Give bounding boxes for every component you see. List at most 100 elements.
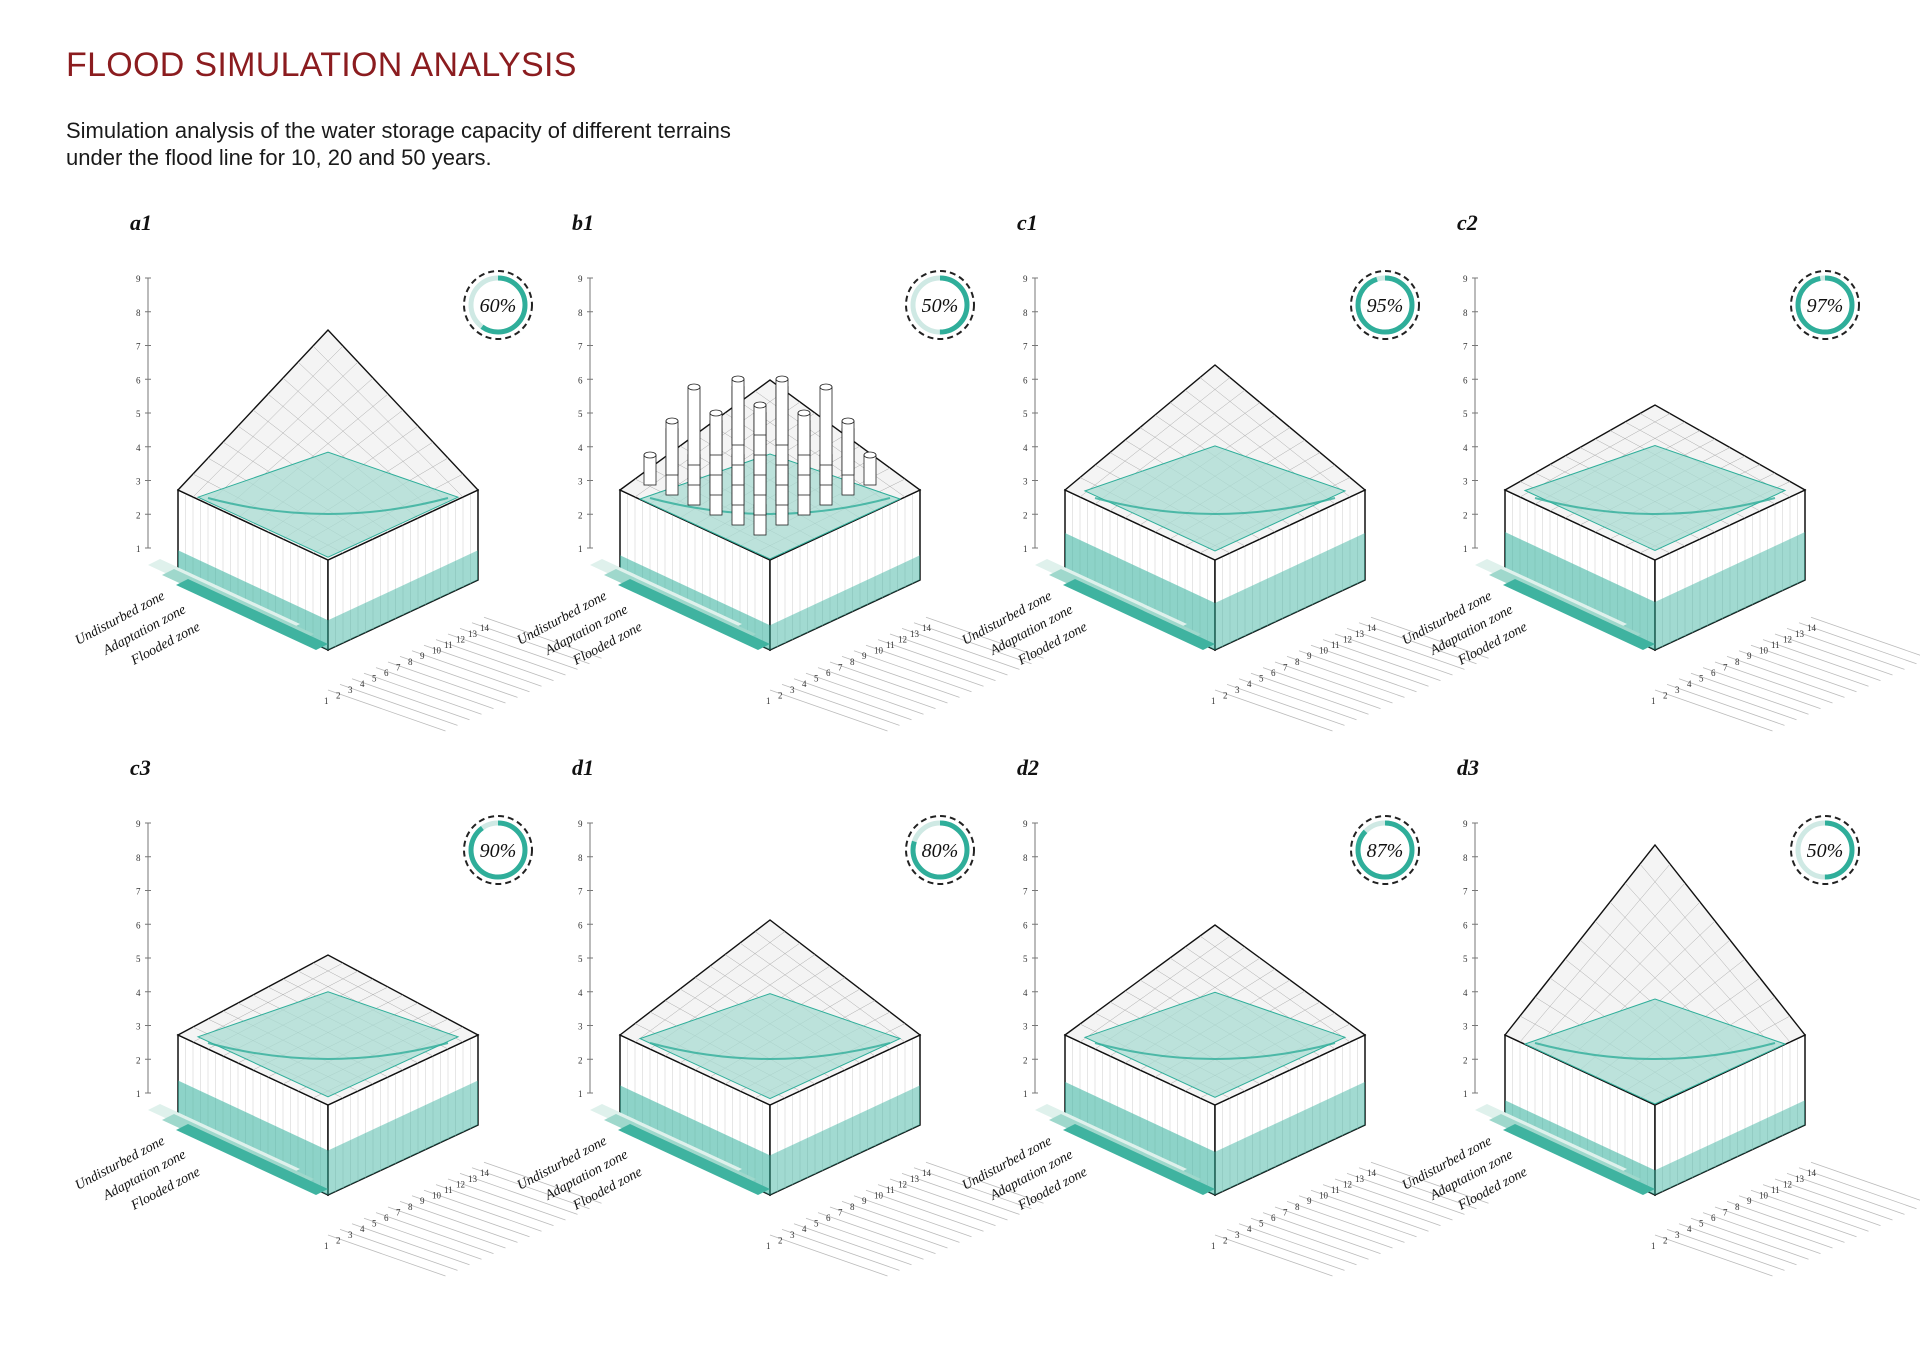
grid-line xyxy=(1690,672,1809,715)
axis-tick-label: 6 xyxy=(136,375,141,385)
grid-tick-label: 1 xyxy=(1211,696,1216,706)
dial-progress xyxy=(1795,820,1855,880)
water-surface xyxy=(638,453,902,560)
grid-tick-label: 11 xyxy=(444,640,453,650)
grid-tick-label: 8 xyxy=(1735,657,1740,667)
axis-tick-label: 9 xyxy=(1023,819,1028,829)
grid-line xyxy=(793,1223,912,1266)
axis-tick-label: 2 xyxy=(136,1055,141,1065)
grid-tick-label: 11 xyxy=(886,640,895,650)
grid-tick-label: 12 xyxy=(898,634,907,644)
axis-tick-label: 6 xyxy=(136,920,141,930)
grid-tick-label: 14 xyxy=(1807,1168,1817,1178)
panel-label: d2 xyxy=(1017,755,1039,780)
flooded-zone-strip xyxy=(1063,1124,1215,1195)
grid-tick-label: 9 xyxy=(862,1196,867,1206)
grid-tick-label: 14 xyxy=(1367,623,1377,633)
axis-tick-label: 1 xyxy=(136,1089,141,1099)
grid-line xyxy=(781,1229,900,1271)
panel-d3: d31234567891234567891011121314Undisturbe… xyxy=(1400,755,1920,1277)
grid-line xyxy=(1750,1189,1869,1232)
grid-line xyxy=(1286,1201,1405,1243)
water-band-right xyxy=(1215,1081,1365,1195)
grid-line xyxy=(1654,1234,1773,1277)
terrain-column xyxy=(775,378,789,446)
grid-line xyxy=(1762,1184,1881,1226)
grid-line xyxy=(1786,628,1905,670)
axis-tick-label: 3 xyxy=(578,477,583,487)
axis-tick-label: 5 xyxy=(578,409,583,419)
terrain-column xyxy=(819,386,833,466)
axis-tick-label: 1 xyxy=(1023,1089,1028,1099)
grid-line xyxy=(327,689,446,732)
grid-tick-label: 12 xyxy=(1343,1179,1352,1189)
column-cap xyxy=(775,375,789,383)
grid-line xyxy=(423,1189,542,1232)
terrain-column xyxy=(863,454,877,486)
grid-line xyxy=(1310,1189,1429,1232)
grid-line xyxy=(387,1206,506,1249)
axis-tick-label: 2 xyxy=(1463,1055,1468,1065)
grid-line xyxy=(817,667,936,709)
grid-tick-label: 4 xyxy=(1687,679,1692,689)
panel-label: d1 xyxy=(572,755,594,780)
mesh-line xyxy=(1624,882,1776,1050)
grid-tick-label: 11 xyxy=(444,1185,453,1195)
grid-line xyxy=(471,1167,590,1210)
grid-line xyxy=(1358,622,1477,665)
water-band-right xyxy=(1655,532,1805,650)
grid-line xyxy=(889,1178,1008,1221)
grid-line xyxy=(901,1173,1020,1215)
subtitle-line-2: under the flood line for 10, 20 and 50 y… xyxy=(66,145,492,170)
grid-tick-label: 7 xyxy=(1283,1207,1288,1217)
grid-tick-label: 6 xyxy=(1271,1213,1276,1223)
grid-line xyxy=(399,656,518,698)
grid-line xyxy=(1238,678,1357,721)
panel-d2: d21234567891234567891011121314Undisturbe… xyxy=(960,755,1489,1277)
axis-tick-label: 5 xyxy=(578,954,583,964)
dial-progress xyxy=(1355,820,1415,880)
flooded-zone-strip xyxy=(1503,1124,1655,1195)
grid-tick-label: 13 xyxy=(468,629,478,639)
grid-tick-label: 1 xyxy=(1651,1241,1656,1251)
grid-tick-label: 7 xyxy=(1283,662,1288,672)
grid-line xyxy=(865,1189,984,1232)
axis-tick-label: 2 xyxy=(578,510,583,520)
grid-tick-label: 4 xyxy=(1687,1224,1692,1234)
grid-tick-label: 1 xyxy=(766,696,771,706)
grid-tick-label: 10 xyxy=(874,646,884,656)
grid-line xyxy=(829,1206,948,1249)
grid-tick-label: 14 xyxy=(922,623,932,633)
water-band-right xyxy=(770,555,920,650)
grid-line xyxy=(1774,633,1893,676)
terrain-column xyxy=(665,420,679,476)
terrain-column xyxy=(753,404,767,436)
grid-line xyxy=(1238,1223,1357,1266)
dial-progress xyxy=(468,820,528,880)
axis-tick-label: 5 xyxy=(136,954,141,964)
grid-tick-label: 5 xyxy=(1259,674,1264,684)
grid-tick-label: 6 xyxy=(1711,1213,1716,1223)
grid-line xyxy=(387,661,506,704)
panel-label: c3 xyxy=(130,755,151,780)
water-contour xyxy=(1094,497,1336,515)
axis-tick-label: 5 xyxy=(1023,409,1028,419)
mesh-line xyxy=(1199,377,1351,498)
axis-tick-label: 6 xyxy=(1023,375,1028,385)
axis-tick-label: 9 xyxy=(578,819,583,829)
grid-line xyxy=(339,684,458,726)
axis-tick-label: 2 xyxy=(578,1055,583,1065)
grid-tick-label: 13 xyxy=(468,1174,478,1184)
grid-tick-label: 11 xyxy=(1331,640,1340,650)
water-surface xyxy=(196,991,460,1098)
grid-line xyxy=(769,1234,888,1277)
dial-progress xyxy=(1355,275,1415,335)
axis-tick-label: 1 xyxy=(136,544,141,554)
grid-line xyxy=(1370,616,1489,659)
dial-ring xyxy=(1350,270,1420,340)
grid-tick-label: 8 xyxy=(1735,1202,1740,1212)
grid-line xyxy=(1346,628,1465,670)
column-cap xyxy=(687,383,701,391)
axis-tick-label: 4 xyxy=(578,443,583,453)
terrain-column xyxy=(841,420,855,476)
